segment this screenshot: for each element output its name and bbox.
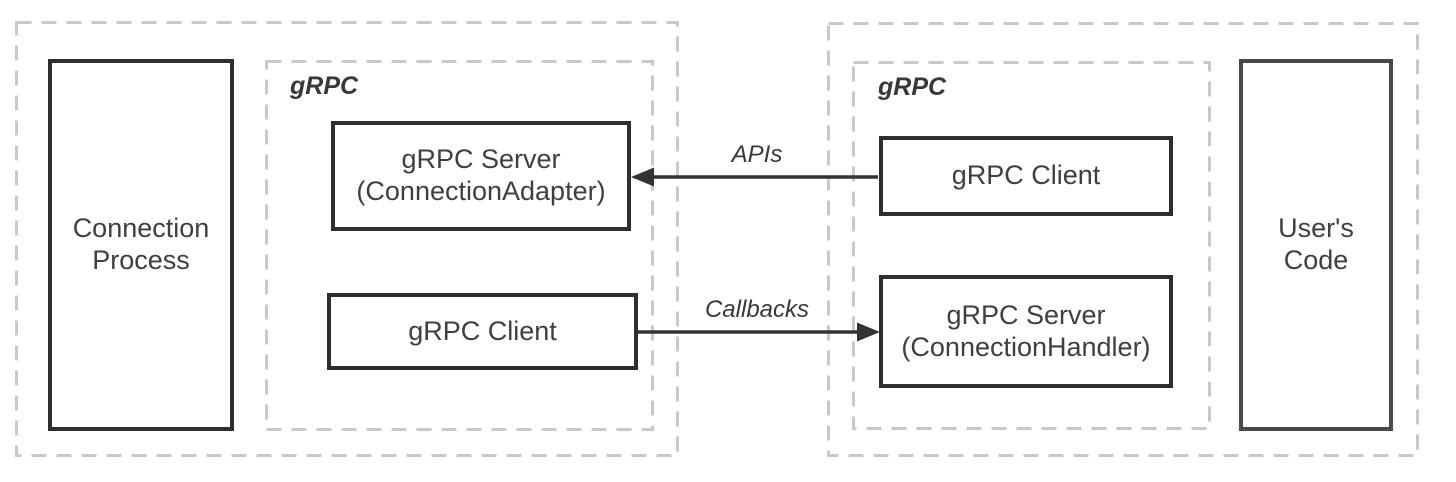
users-code-box: User's Code (1239, 59, 1393, 431)
connection-process-box: Connection Process (48, 59, 234, 431)
right-grpc-client-box: gRPC Client (879, 136, 1173, 216)
callbacks-arrowhead-icon (857, 322, 880, 342)
right-outer-dashed-container (827, 22, 1419, 457)
left-grpc-dashed-container (265, 60, 654, 431)
left-outer-dashed-container (15, 21, 679, 457)
right-grpc-client-label: gRPC Client (951, 160, 1101, 191)
left-grpc-title: gRPC (290, 72, 359, 100)
grpc-server-adapter-label: gRPC Server (ConnectionAdapter) (356, 144, 606, 206)
callbacks-arrow-label: Callbacks (704, 296, 810, 323)
left-grpc-client-label: gRPC Client (408, 315, 557, 346)
users-code-label: User's Code (1278, 213, 1354, 275)
apis-arrow-label: APIs (731, 141, 783, 168)
apis-arrowhead-icon (631, 167, 654, 187)
left-grpc-client-box: gRPC Client (327, 293, 638, 370)
right-grpc-dashed-container (852, 61, 1211, 430)
connection-process-label: Connection Process (72, 213, 210, 275)
grpc-server-adapter-box: gRPC Server (ConnectionAdapter) (331, 121, 631, 231)
apis-arrow (631, 167, 878, 187)
callbacks-arrow (638, 322, 880, 342)
right-grpc-title: gRPC (878, 73, 947, 101)
grpc-server-handler-label: gRPC Server (ConnectionHandler) (901, 299, 1151, 362)
grpc-server-handler-box: gRPC Server (ConnectionHandler) (879, 275, 1173, 388)
